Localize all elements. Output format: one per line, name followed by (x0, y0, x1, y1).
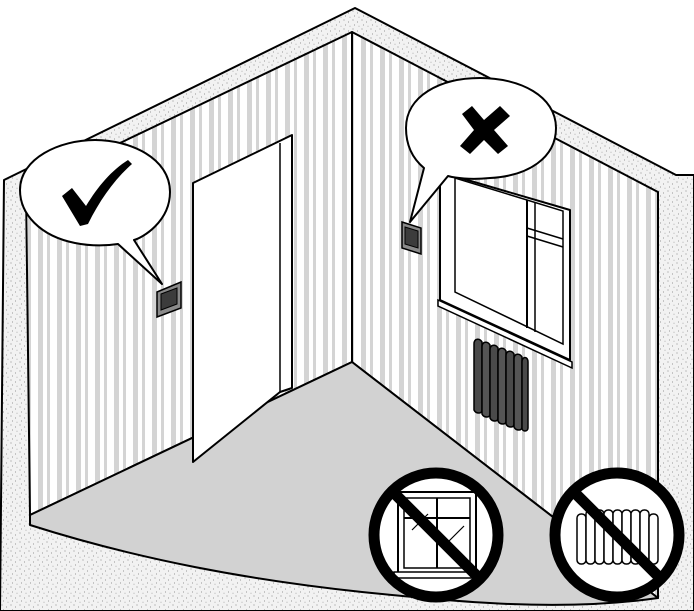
no-window-prohibition-icon (370, 469, 502, 601)
no-radiator-prohibition-icon (551, 469, 683, 601)
thermostat-wrong-position (402, 222, 421, 254)
